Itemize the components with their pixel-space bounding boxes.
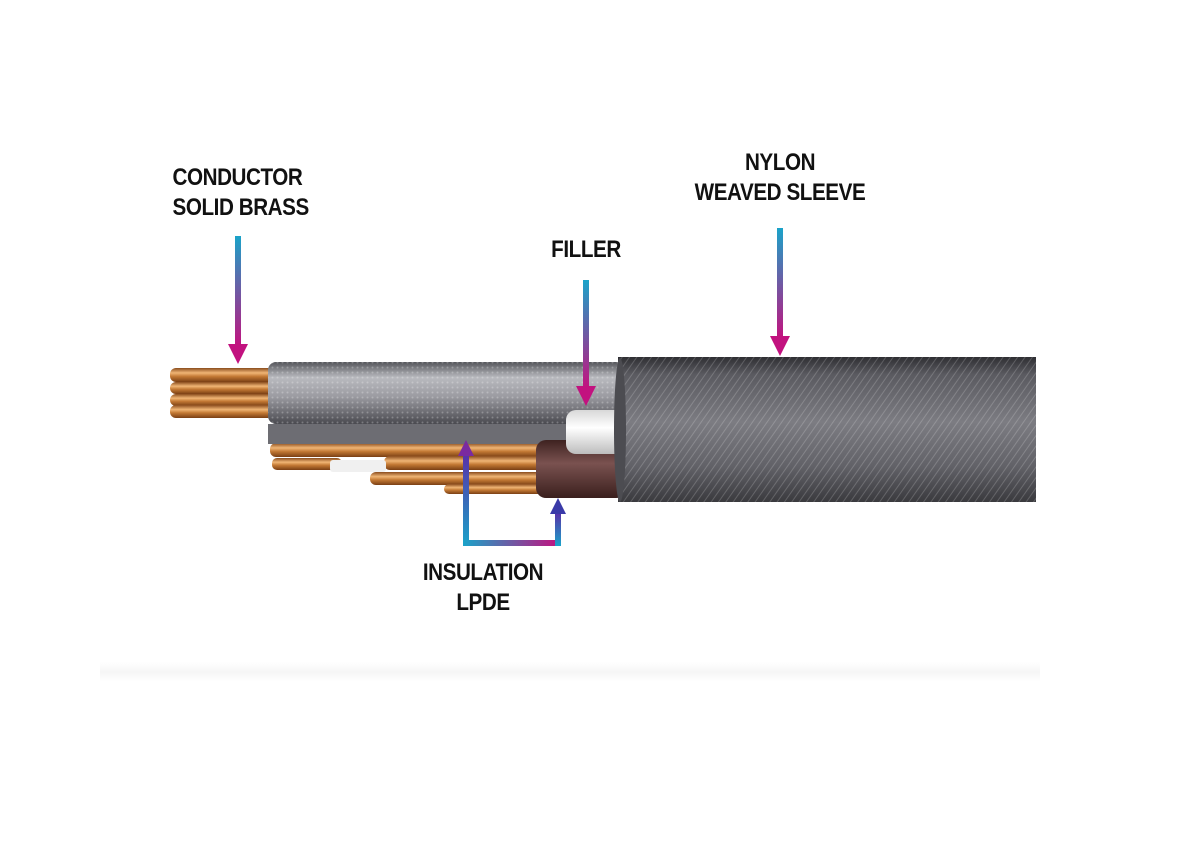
conductor-copper-strands bbox=[170, 368, 280, 418]
insulation-label-line1: INSULATION bbox=[422, 559, 544, 586]
nylon-arrow bbox=[770, 228, 790, 356]
filler-arrow bbox=[576, 280, 596, 406]
filler-piece bbox=[566, 410, 628, 454]
nylon-sleeve bbox=[614, 357, 1036, 502]
conductor-arrow bbox=[228, 236, 248, 364]
nylon-label-line2: WEAVED SLEEVE bbox=[694, 179, 866, 206]
conductor-label-line1: CONDUCTOR bbox=[172, 164, 303, 191]
floor-shadow bbox=[100, 662, 1040, 682]
lower-copper-strands bbox=[270, 443, 550, 494]
insulation-label-line2: LPDE bbox=[456, 589, 510, 616]
small-filler-piece bbox=[330, 460, 386, 472]
conductor-label-line2: SOLID BRASS bbox=[172, 194, 310, 221]
nylon-label-line1: NYLON bbox=[744, 149, 816, 176]
braid-shield bbox=[268, 362, 628, 444]
insulation-layer bbox=[536, 440, 626, 498]
insulation-arrow bbox=[458, 440, 566, 546]
filler-label: FILLER bbox=[543, 235, 629, 265]
nylon-label: NYLON WEAVED SLEEVE bbox=[694, 148, 866, 208]
conductor-label: CONDUCTOR SOLID BRASS bbox=[172, 163, 310, 223]
filler-label-line1: FILLER bbox=[551, 236, 621, 263]
insulation-label: INSULATION LPDE bbox=[419, 558, 548, 618]
